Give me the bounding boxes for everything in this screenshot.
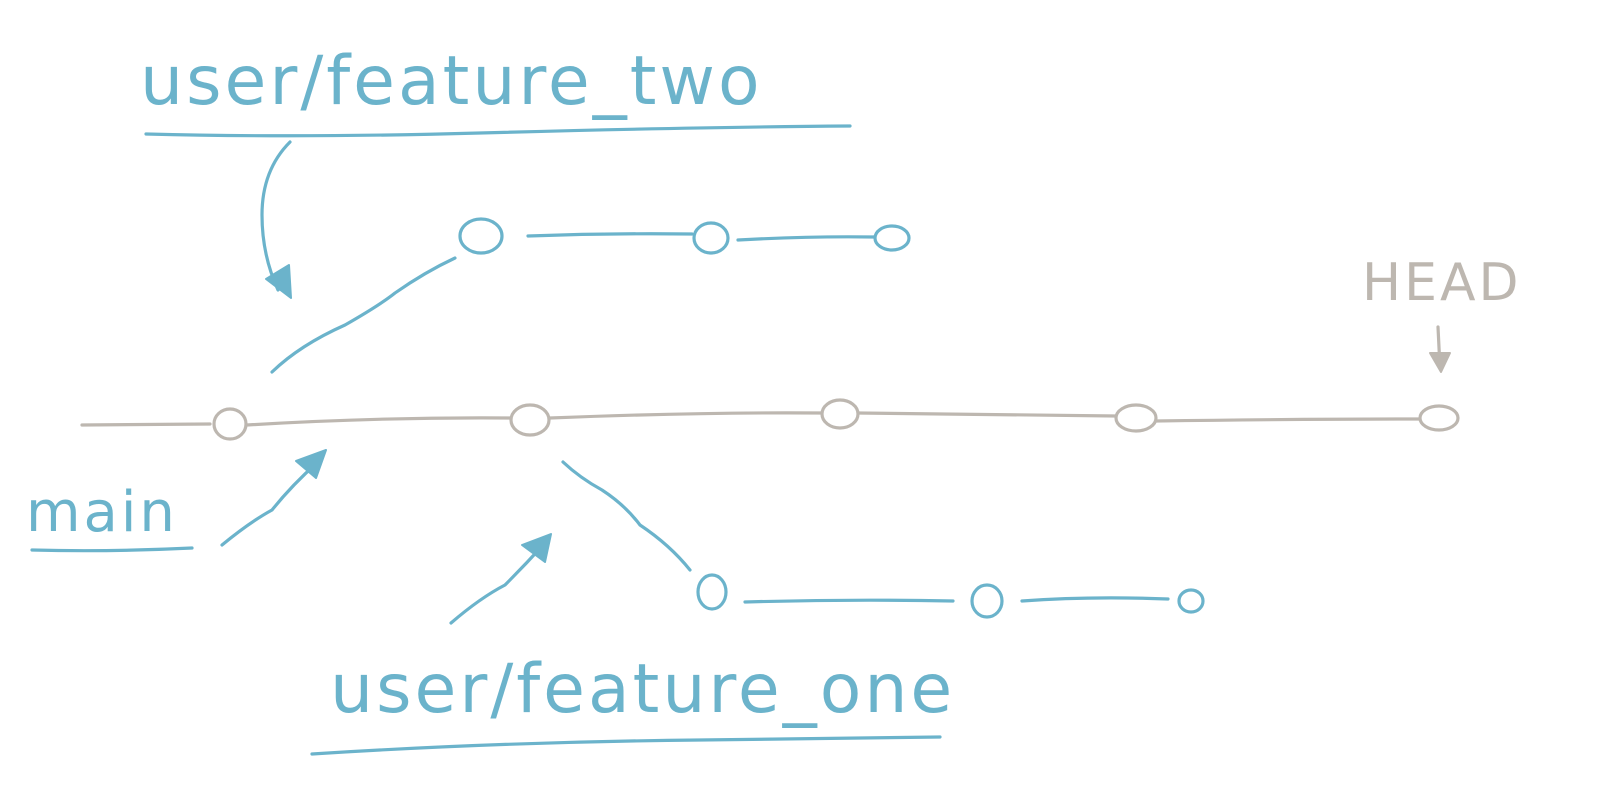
feature-one-pointer-arrowhead: [521, 533, 552, 563]
main-branch: [80, 398, 1460, 441]
main-underline: [30, 546, 194, 553]
feature-two-label: user/feature_two: [140, 42, 763, 121]
feature-two-commit-1: [458, 217, 504, 255]
feature-one-commit-2: [970, 583, 1004, 619]
feature-one-pointer-arrow: [449, 541, 547, 625]
main-commit-3: [820, 398, 860, 430]
feature-one-branch: [561, 460, 1205, 619]
main-pointer-arrowhead: [295, 449, 327, 479]
main-commit-5: [1418, 404, 1460, 432]
head-label-group: HEAD: [1362, 253, 1522, 373]
main-pointer-arrow: [220, 460, 320, 547]
feature-one-commit-3: [1177, 588, 1205, 614]
feature-two-branch: [270, 217, 911, 374]
feature-one-branch-line: [743, 596, 1170, 604]
main-commit-1: [212, 407, 248, 441]
feature-one-commit-1: [696, 573, 728, 611]
feature-two-pointer-arrow: [260, 140, 292, 292]
feature-two-branch-line: [526, 232, 876, 242]
feature-two-underline: [144, 124, 852, 138]
main-label-group: main: [26, 449, 327, 553]
feature-one-label: user/feature_one: [330, 650, 955, 729]
feature-two-fork-line: [270, 256, 457, 374]
feature-one-underline: [310, 735, 942, 756]
head-pointer-arrowhead: [1429, 352, 1451, 373]
feature-two-pointer-arrowhead: [265, 264, 292, 299]
feature-two-commit-3: [873, 224, 911, 252]
main-commit-2: [509, 403, 551, 437]
main-branch-line: [80, 411, 1422, 427]
feature-two-label-group: user/feature_two: [140, 42, 852, 299]
feature-one-fork-line: [561, 460, 692, 572]
main-label: main: [26, 480, 178, 545]
feature-two-commit-2: [692, 221, 730, 255]
main-commit-4: [1114, 403, 1158, 433]
head-label: HEAD: [1362, 253, 1522, 313]
feature-one-label-group: user/feature_one: [310, 533, 955, 756]
